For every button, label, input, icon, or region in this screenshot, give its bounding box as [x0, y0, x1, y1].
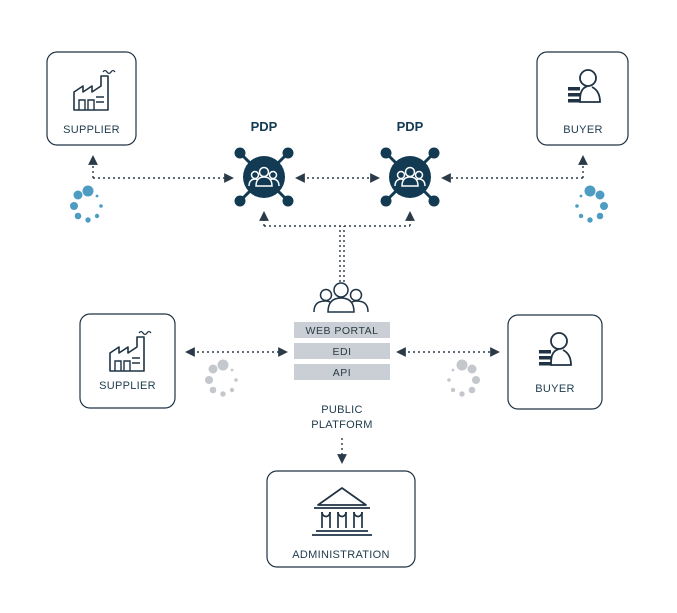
channel-api: API [294, 364, 390, 380]
administration-label: ADMINISTRATION [292, 549, 390, 561]
supplier-node-bottom: SUPPLIER [79, 313, 176, 409]
buyer-label: BUYER [535, 383, 574, 395]
supplier-label: SUPPLIER [99, 380, 156, 392]
channel-web-portal: WEB PORTAL [294, 322, 390, 338]
channel-edi: EDI [294, 343, 390, 359]
loading-spinner-icon [575, 185, 608, 223]
network-group-icon [233, 146, 295, 208]
pdp-left-label: PDP [251, 119, 278, 134]
loading-spinner-icon [70, 185, 103, 223]
loading-spinner-icon [447, 359, 480, 397]
channel-label: EDI [332, 346, 351, 358]
platform-title-line2: PLATFORM [311, 419, 372, 431]
buyer-node-top: BUYER [536, 51, 629, 146]
channel-label: API [333, 367, 351, 379]
channel-label: WEB PORTAL [306, 325, 379, 337]
group-icon [313, 282, 369, 313]
network-group-icon [379, 146, 441, 208]
loading-spinner-icon [205, 359, 238, 397]
buyer-node-bottom: BUYER [507, 314, 603, 410]
supplier-node-top: SUPPLIER [46, 51, 137, 146]
pdp-right-label: PDP [397, 119, 424, 134]
supplier-label: SUPPLIER [63, 124, 120, 136]
platform-title-line1: PUBLIC [321, 404, 363, 416]
government-building-icon [312, 487, 372, 536]
buyer-label: BUYER [563, 124, 602, 136]
administration-node: ADMINISTRATION [266, 470, 416, 568]
